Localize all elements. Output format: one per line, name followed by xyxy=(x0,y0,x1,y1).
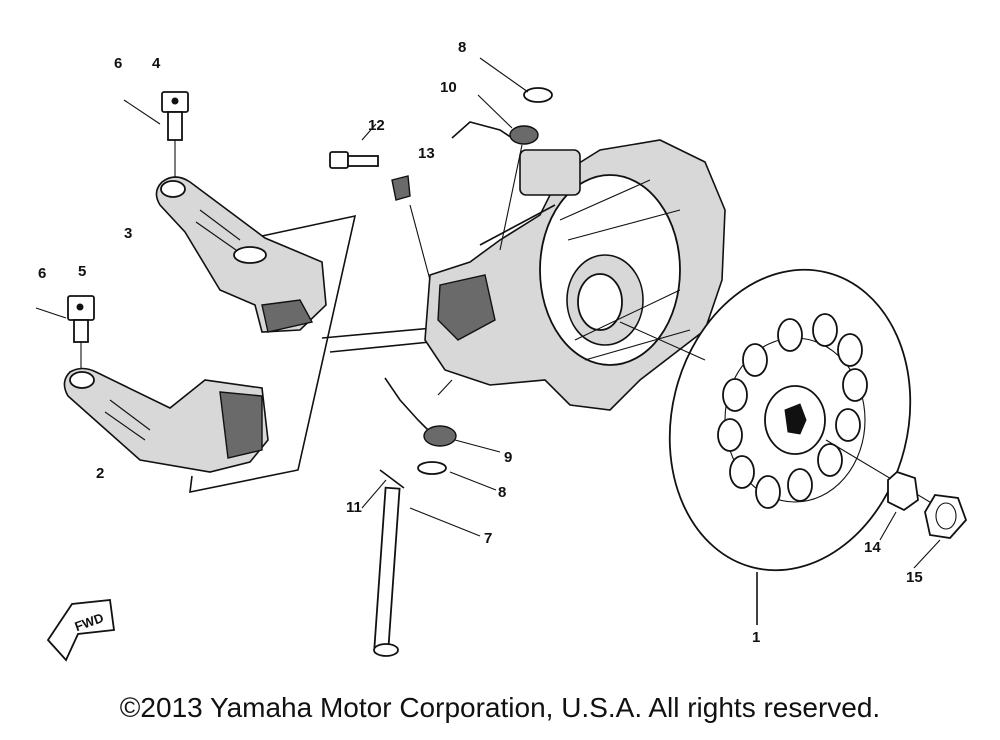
part-label-3: 3 xyxy=(124,225,132,242)
part-label-15: 15 xyxy=(906,569,923,586)
part-label-6-lower: 6 xyxy=(38,265,46,282)
brake-disc xyxy=(619,268,912,625)
part-label-14: 14 xyxy=(864,539,881,556)
part-label-13: 13 xyxy=(418,145,435,162)
part-label-5: 5 xyxy=(78,263,86,280)
assembly-bracket-line xyxy=(189,214,357,494)
brake-housing xyxy=(424,139,726,411)
part-label-7: 7 xyxy=(484,530,492,547)
exploded-parts-diagram: FWD 1 2 3 4 5 6 6 7 8 8 9 10 11 12 13 14… xyxy=(35,39,968,662)
bolt-upper xyxy=(123,91,189,178)
part-label-8-upper: 8 xyxy=(458,39,466,56)
bolt-12 xyxy=(329,123,431,281)
upper-arm xyxy=(155,176,327,333)
disc-nut xyxy=(825,439,968,569)
part-label-8-lower: 8 xyxy=(498,484,506,501)
part-label-10: 10 xyxy=(440,79,457,96)
spring-top xyxy=(451,57,553,251)
part-label-2: 2 xyxy=(96,465,104,482)
part-label-12: 12 xyxy=(368,117,385,134)
forward-arrow: FWD xyxy=(46,599,116,662)
copyright-notice: ©2013 Yamaha Motor Corporation, U.S.A. A… xyxy=(119,692,881,723)
lower-arm xyxy=(63,367,269,473)
part-label-4: 4 xyxy=(152,55,161,72)
part-label-9: 9 xyxy=(504,449,512,466)
part-label-1: 1 xyxy=(752,629,760,646)
shaft-7 xyxy=(361,469,481,657)
bolt-lower xyxy=(35,295,95,368)
part-label-11: 11 xyxy=(346,499,362,516)
spring-bottom xyxy=(384,377,501,491)
part-label-6-upper: 6 xyxy=(114,55,122,72)
